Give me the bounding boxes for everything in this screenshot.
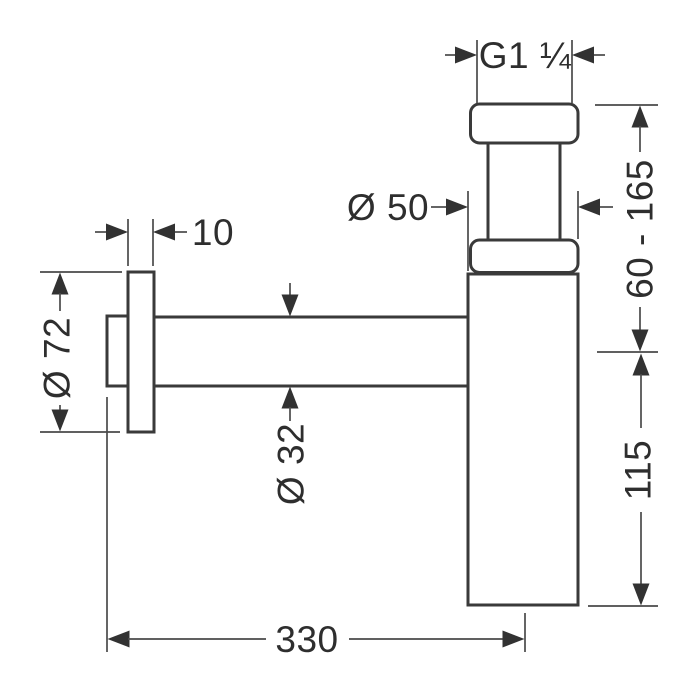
lower-nut [469,238,580,274]
h60165-arrow-up [631,105,649,128]
wall-flange [126,270,156,434]
t10-arrow-right [153,223,175,241]
trap-outline [105,102,580,607]
dia32-arrow-down [281,294,299,317]
dim-flange-thickness: 10 [95,212,234,266]
pipe-diameter-label: Ø 32 [271,423,312,505]
thread-label: G1 ¼ [479,35,572,76]
dim-body-diameter: Ø 50 [347,187,613,271]
dia50-arrow-left [446,198,468,216]
adjustable-height-label: 60 - 165 [620,159,661,299]
dim-projection: 330 [106,397,526,660]
dia50-arrow-right [578,198,600,216]
projection-label: 330 [275,619,338,660]
wall-pipe-stub [105,314,130,388]
t10-arrow-left [106,223,128,241]
flange-thickness-label: 10 [192,212,234,253]
dim-adjustable-height: 60 - 165 [595,104,661,353]
l330-arrow-right [502,630,525,648]
dim-flange-diameter: Ø 72 [37,271,122,433]
l330-arrow-left [107,630,130,648]
dim-body-height: 115 [588,353,659,607]
dia72-arrow-down [51,409,69,432]
trap-body [466,272,580,607]
dim-pipe-diameter: Ø 32 [271,283,312,505]
dia32-arrow-up [281,386,299,409]
flange-diameter-label: Ø 72 [37,317,78,399]
thread-arrow-right [572,46,594,64]
top-nut [469,102,580,145]
dim-thread: G1 ¼ [445,35,605,103]
h115-arrow-up [632,353,650,376]
thread-arrow-left [455,46,477,64]
body-diameter-label: Ø 50 [347,187,429,228]
body-height-label: 115 [618,440,659,501]
h115-arrow-down [632,583,650,606]
dia72-arrow-up [51,272,69,295]
h60165-arrow-down [631,329,649,352]
